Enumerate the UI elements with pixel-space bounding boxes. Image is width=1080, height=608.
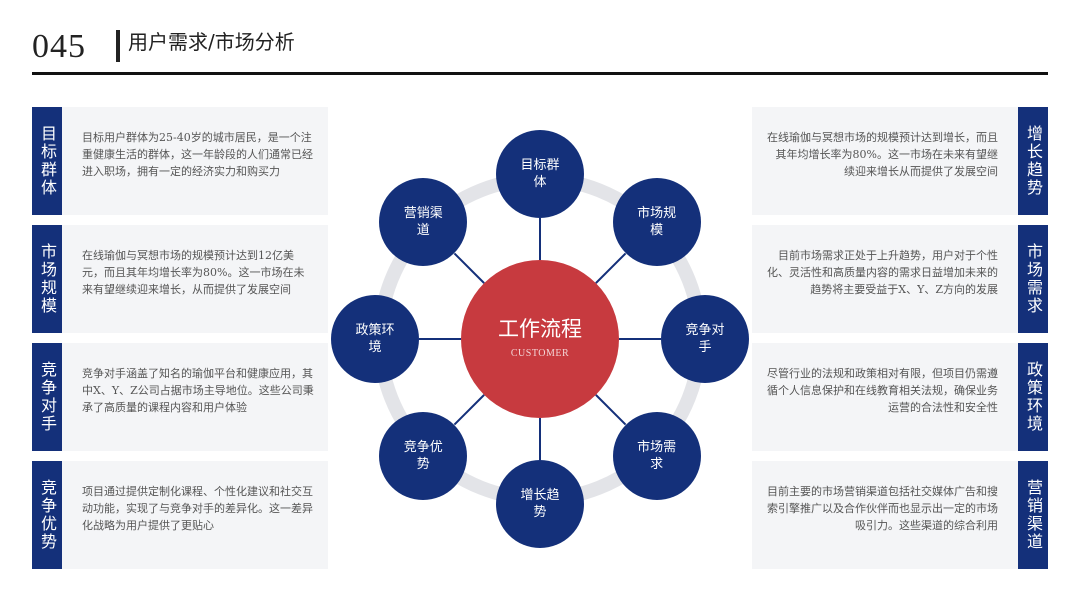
card-text: 在线瑜伽与冥想市场的规模预计达到增长，而且其年均增长率为80%。这一市场在未来有… <box>767 131 998 178</box>
node-label: 营销渠道 <box>403 206 443 239</box>
tab-target-group: 目标群体 <box>32 107 62 215</box>
page-number: 045 <box>32 28 86 65</box>
node-label: 政策环境 <box>355 323 395 355</box>
header-rule <box>32 72 1048 75</box>
tab-label: 市场规模 <box>38 243 57 315</box>
node-label: 竞争优势 <box>403 439 443 472</box>
tab-label: 营销渠道 <box>1024 479 1043 551</box>
tab-label: 增长趋势 <box>1024 125 1043 197</box>
center-subtitle: CUSTOMER <box>510 348 570 359</box>
tab-marketing-channels: 营销渠道 <box>1018 461 1048 569</box>
node-competitive-advantage: 竞争优势 <box>379 411 468 500</box>
node-marketing-channels: 营销渠道 <box>379 178 468 267</box>
card-market-size: 在线瑜伽与冥想市场的规模预计达到12亿美元，而且其年均增长率为80%。这一市场在… <box>62 225 328 333</box>
connector-line <box>453 394 485 426</box>
card-policy-environment: 尽管行业的法规和政策相对有限，但项目仍需遵循个人信息保护和在线教育相关法规，确保… <box>752 343 1018 451</box>
tab-growth-trend: 增长趋势 <box>1018 107 1048 215</box>
card-text: 竞争对手涵盖了知名的瑜伽平台和健康应用，其中X、Y、Z公司占据市场主导地位。这些… <box>82 367 314 414</box>
card-text: 目前市场需求正处于上升趋势，用户对于个性化、灵活性和高质量内容的需求日益增加未来… <box>767 249 998 296</box>
card-target-group: 目标用户群体为25-40岁的城市居民，是一个注重健康生活的群体，这一年龄段的人们… <box>62 107 328 215</box>
card-text: 目标用户群体为25-40岁的城市居民，是一个注重健康生活的群体，这一年龄段的人们… <box>82 131 313 178</box>
card-text: 尽管行业的法规和政策相对有限，但项目仍需遵循个人信息保护和在线教育相关法规，确保… <box>767 367 998 414</box>
node-growth-trend: 增长趋势 <box>496 460 584 548</box>
tab-label: 竞争优势 <box>38 479 57 551</box>
tab-label: 市场需求 <box>1024 243 1043 315</box>
tab-market-size: 市场规模 <box>32 225 62 333</box>
card-marketing-channels: 目前主要的市场营销渠道包括社交媒体广告和搜索引擎推广以及合作伙伴而也显示出一定的… <box>752 461 1018 569</box>
node-label: 市场需求 <box>637 439 677 472</box>
node-label: 目标群体 <box>520 158 560 190</box>
card-text: 目前主要的市场营销渠道包括社交媒体广告和搜索引擎推广以及合作伙伴而也显示出一定的… <box>767 485 998 532</box>
card-competitive-advantage: 项目通过提供定制化课程、个性化建议和社交互动功能，实现了与竞争对手的差异化。这一… <box>62 461 328 569</box>
node-competitors: 竞争对手 <box>661 295 749 383</box>
card-text: 在线瑜伽与冥想市场的规模预计达到12亿美元，而且其年均增长率为80%。这一市场在… <box>82 249 305 296</box>
tab-label: 目标群体 <box>38 125 57 197</box>
center-circle: 工作流程 CUSTOMER <box>461 260 619 418</box>
node-policy-environment: 政策环境 <box>331 295 419 383</box>
node-market-demand: 市场需求 <box>612 411 701 500</box>
card-growth-trend: 在线瑜伽与冥想市场的规模预计达到增长，而且其年均增长率为80%。这一市场在未来有… <box>752 107 1018 215</box>
page-title: 用户需求/市场分析 <box>128 30 295 54</box>
connector-line <box>595 394 627 426</box>
card-market-demand: 目前市场需求正处于上升趋势，用户对于个性化、灵活性和高质量内容的需求日益增加未来… <box>752 225 1018 333</box>
node-market-size: 市场规模 <box>612 178 701 267</box>
card-text: 项目通过提供定制化课程、个性化建议和社交互动功能，实现了与竞争对手的差异化。这一… <box>82 485 313 532</box>
tab-competitors: 竞争对手 <box>32 343 62 451</box>
node-label: 市场规模 <box>637 206 677 239</box>
card-competitors: 竞争对手涵盖了知名的瑜伽平台和健康应用，其中X、Y、Z公司占据市场主导地位。这些… <box>62 343 328 451</box>
connector-line <box>453 252 485 284</box>
node-target-group: 目标群体 <box>496 130 584 218</box>
connector-line <box>595 252 627 284</box>
tab-label: 竞争对手 <box>38 361 57 433</box>
tab-policy-environment: 政策环境 <box>1018 343 1048 451</box>
title-accent-bar <box>116 30 120 62</box>
node-label: 增长趋势 <box>520 488 560 520</box>
center-title: 工作流程 <box>498 317 582 341</box>
tab-market-demand: 市场需求 <box>1018 225 1048 333</box>
node-label: 竞争对手 <box>685 323 725 355</box>
tab-label: 政策环境 <box>1024 361 1043 433</box>
tab-competitive-advantage: 竞争优势 <box>32 461 62 569</box>
